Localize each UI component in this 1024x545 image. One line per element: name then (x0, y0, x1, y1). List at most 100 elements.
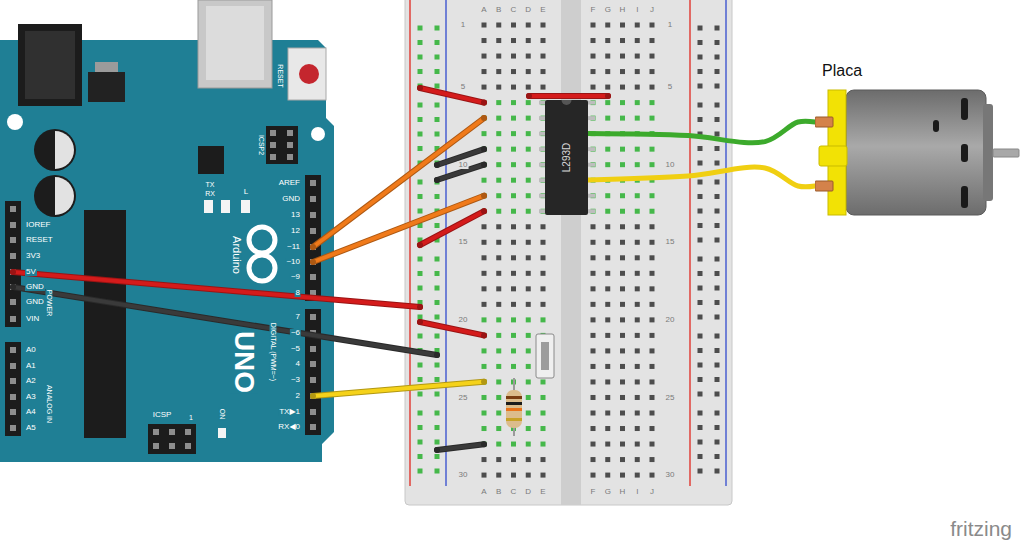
breadboard-hole (591, 271, 596, 276)
button-label: RESET (277, 63, 284, 88)
breadboard-hole (715, 257, 720, 262)
brand-label: Arduino (231, 235, 242, 275)
breadboard-hole (418, 40, 423, 45)
breadboard-hole (591, 457, 596, 462)
breadboard-hole (482, 116, 487, 121)
pushbutton (536, 334, 554, 378)
breadboard-hole (591, 379, 596, 384)
breadboard-hole (541, 38, 546, 43)
breadboard-hole (698, 238, 703, 243)
breadboard-hole (698, 363, 703, 368)
breadboard-hole (511, 38, 516, 43)
breadboard (405, 0, 732, 505)
breadboard-hole (511, 240, 516, 245)
breadboard-hole (526, 147, 531, 152)
reset-button (288, 48, 326, 100)
motor-slot (961, 144, 968, 162)
breadboard-hole (698, 257, 703, 262)
header-pin (10, 269, 16, 275)
breadboard-hole (511, 23, 516, 28)
breadboard-hole (435, 26, 440, 31)
breadboard-hole (620, 457, 625, 462)
breadboard-hole (591, 426, 596, 431)
breadboard-channel (561, 0, 581, 505)
pin-label: ~9 (290, 273, 301, 281)
arduino-logo (249, 227, 275, 253)
breadboard-hole (482, 23, 487, 28)
pin-label: A1 (25, 362, 37, 370)
power-jack (25, 31, 75, 99)
breadboard-hole (496, 224, 501, 229)
column-letter: B (495, 488, 502, 496)
wire-outline (420, 211, 484, 245)
breadboard-hole (496, 364, 501, 369)
header-pin (310, 212, 316, 218)
header-pin (10, 299, 16, 305)
breadboard-hole (418, 209, 423, 214)
breadboard-hole (511, 178, 516, 183)
breadboard-hole (496, 317, 501, 322)
breadboard-hole (482, 348, 487, 353)
breadboard-hole (620, 209, 625, 214)
pin-label: 4 (295, 360, 301, 368)
breadboard-hole (715, 194, 720, 199)
breadboard-hole (605, 116, 610, 121)
breadboard-hole (541, 411, 546, 416)
breadboard-hole (698, 286, 703, 291)
motor-slot (933, 120, 939, 132)
breadboard-hole (541, 69, 546, 74)
breadboard-hole (591, 224, 596, 229)
breadboard-hole (650, 54, 655, 59)
breadboard-hole (541, 286, 546, 291)
breadboard-hole (605, 395, 610, 400)
breadboard-hole (698, 40, 703, 45)
pin-label: ~3 (290, 376, 301, 384)
pin-header (305, 175, 321, 301)
mounting-hole (7, 114, 23, 130)
header-pin (270, 142, 276, 148)
column-letter: E (539, 6, 546, 14)
breadboard-hole (650, 411, 655, 416)
breadboard-hole (698, 334, 703, 339)
breadboard-hole (698, 469, 703, 474)
chip-notch (562, 100, 572, 105)
breadboard-hole (526, 193, 531, 198)
resistor-band (506, 396, 522, 399)
breadboard-hole (482, 54, 487, 59)
breadboard-hole (715, 348, 720, 353)
breadboard-hole (635, 38, 640, 43)
breadboard-hole (605, 209, 610, 214)
breadboard-hole (418, 69, 423, 74)
breadboard-hole (635, 193, 640, 198)
breadboard-hole (526, 348, 531, 353)
breadboard-hole (511, 100, 516, 105)
breadboard-hole (650, 395, 655, 400)
power-jack (18, 24, 82, 106)
breadboard-hole (698, 377, 703, 382)
breadboard-hole (496, 162, 501, 167)
breadboard-hole (496, 240, 501, 245)
motor-shaft (993, 149, 1019, 157)
column-letter: I (635, 6, 639, 14)
breadboard-hole (635, 395, 640, 400)
breadboard-hole (620, 38, 625, 43)
breadboard-hole (635, 209, 640, 214)
breadboard-hole (605, 379, 610, 384)
breadboard-hole (482, 457, 487, 462)
breadboard-hole (526, 69, 531, 74)
breadboard-hole (620, 333, 625, 338)
motor-end-cap (983, 104, 993, 201)
breadboard-hole (698, 69, 703, 74)
ic-chip: L293D (545, 100, 588, 215)
breadboard-hole (635, 379, 640, 384)
header-pin (153, 429, 159, 435)
header-pin (310, 314, 316, 320)
breadboard-hole (620, 395, 625, 400)
breadboard-hole (482, 69, 487, 74)
breadboard-hole (698, 103, 703, 108)
breadboard-hole (620, 100, 625, 105)
breadboard-hole (698, 440, 703, 445)
led (221, 200, 230, 213)
breadboard-hole (650, 85, 655, 90)
